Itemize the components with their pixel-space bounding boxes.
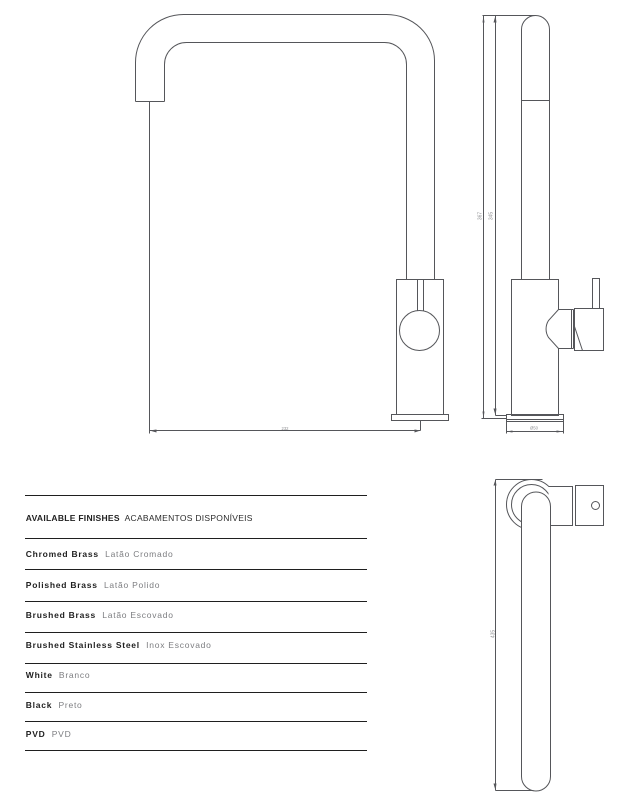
svg-text:Ø50: Ø50 [530,426,539,431]
svg-text:232: 232 [282,426,290,431]
svg-text:435: 435 [490,630,496,639]
svg-text:367: 367 [477,212,483,221]
svg-text:345: 345 [489,212,495,221]
